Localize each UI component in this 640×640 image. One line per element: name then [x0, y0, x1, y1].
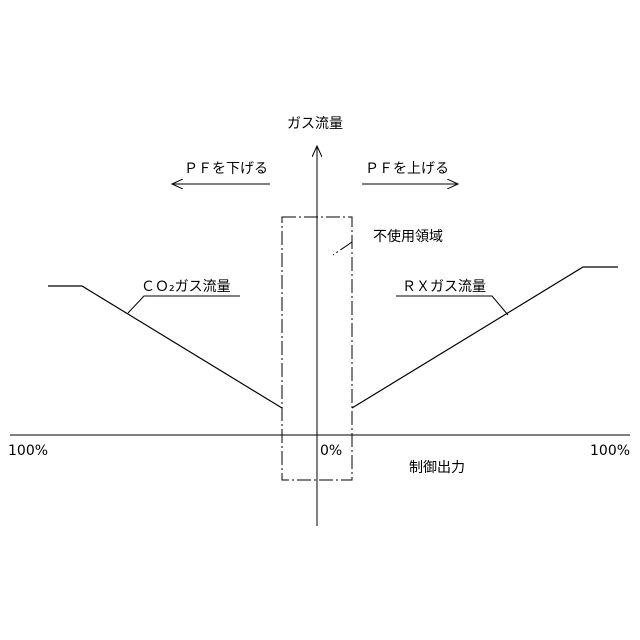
unused-region-leader — [333, 242, 352, 255]
center-percent-label: 0% — [320, 443, 342, 459]
rx-flow-leader — [396, 296, 508, 315]
co2-flow-line — [48, 286, 282, 408]
x-axis-label: 制御出力 — [409, 460, 465, 476]
co2-flow-label: ＣＯ₂ガス流量 — [141, 279, 231, 295]
left-percent-label: 100% — [8, 443, 48, 459]
left-arrow-label: ＰＦを下げる — [184, 161, 268, 177]
unused-region-label: 不使用領域 — [373, 228, 443, 245]
rx-flow-label: ＲＸガス流量 — [402, 279, 486, 295]
right-arrow-label: ＰＦを上げる — [365, 161, 449, 177]
y-axis-label: ガス流量 — [287, 116, 343, 132]
co2-flow-leader — [128, 296, 240, 313]
right-percent-label: 100% — [590, 443, 630, 459]
